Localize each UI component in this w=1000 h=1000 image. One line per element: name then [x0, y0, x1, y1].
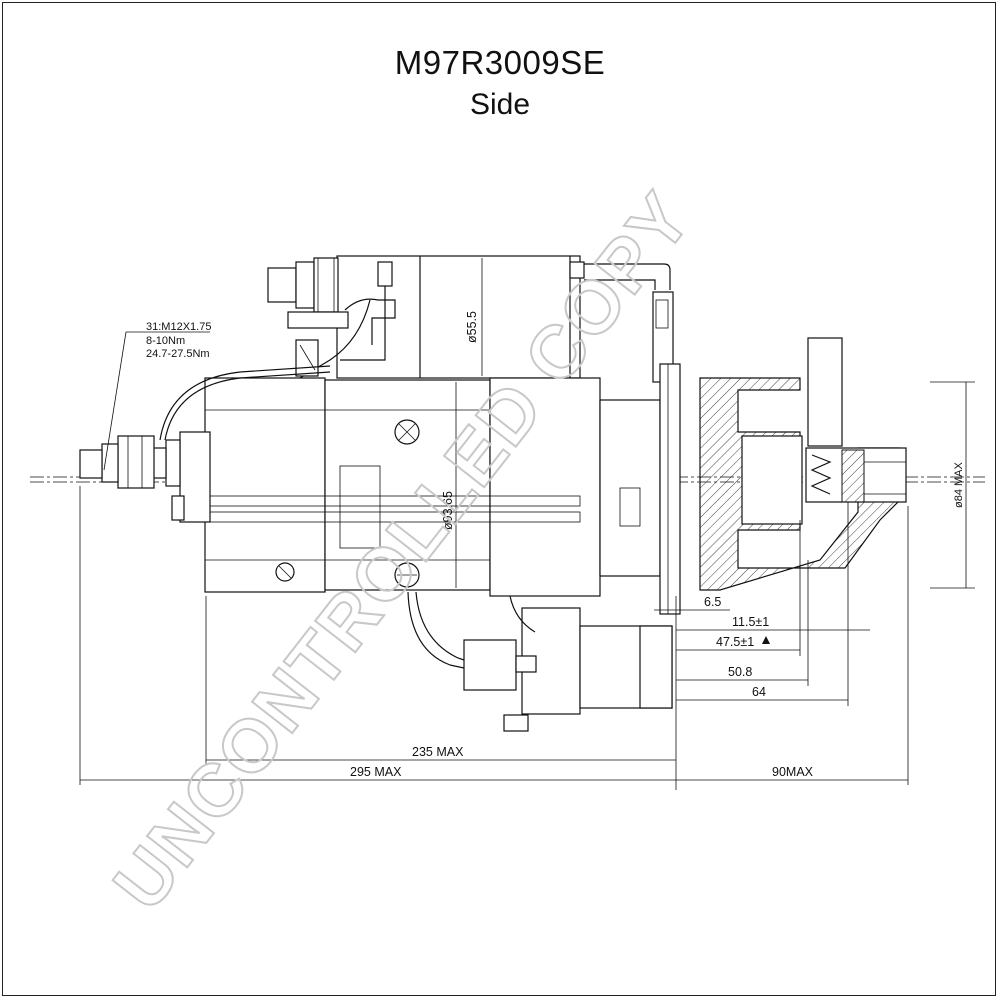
motor-body [79, 363, 681, 615]
torque-2: 24.7-27.5Nm [146, 348, 210, 360]
solenoid-dia-label: ø55.5 [465, 311, 479, 343]
dim-6-5: 6.5 [704, 595, 721, 609]
screw-left [275, 562, 295, 582]
pinion-dia-label: ø84 MAX [953, 461, 965, 508]
screw-bottom [394, 562, 420, 588]
body-dia-label: ø93.65 [441, 491, 455, 530]
axial-dimensions [79, 486, 909, 790]
dim-235-max: 235 MAX [412, 745, 464, 759]
screw-top [394, 419, 420, 445]
torque-1: 8-10Nm [146, 335, 185, 347]
dim-64: 64 [752, 685, 766, 699]
dim-47-5: 47.5±1 [716, 635, 754, 649]
dim-11-5: 11.5±1 [732, 615, 769, 629]
view-title: Side [469, 88, 531, 121]
terminal-relay [407, 591, 673, 732]
thread-spec: 31:M12X1.75 [146, 321, 211, 333]
pinion-drive [699, 337, 907, 591]
dim-50-8: 50.8 [728, 665, 752, 679]
dim-90-max: 90MAX [772, 765, 814, 779]
part-number-title: M97R3009SE [394, 44, 606, 81]
dim-295-max: 295 MAX [350, 765, 402, 779]
